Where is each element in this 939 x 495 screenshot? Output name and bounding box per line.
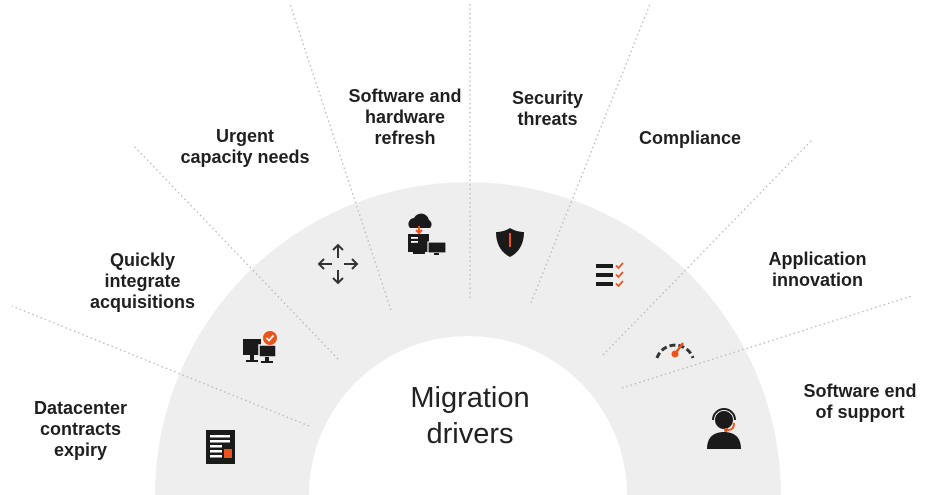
driver-label-security-threats: Security threats xyxy=(511,88,584,129)
expand-arrows-icon xyxy=(317,243,359,285)
driver-label-urgent-capacity: Urgent capacity needs xyxy=(180,126,310,167)
computers-checkmark-icon xyxy=(243,331,277,363)
driver-label-compliance: Compliance xyxy=(638,128,742,148)
speedometer-icon xyxy=(655,342,695,359)
driver-label-software-hardware-refresh: Software and hardware refresh xyxy=(348,86,462,148)
shield-alert-icon xyxy=(496,228,524,257)
center-title: Migration drivers xyxy=(410,382,530,450)
driver-label-application-innovation: Application innovation xyxy=(768,249,867,290)
contract-document-icon xyxy=(206,430,235,464)
driver-label-datacenter-contracts: Datacenter contracts expiry xyxy=(33,398,128,460)
divider-line xyxy=(602,139,813,356)
checklist-icon xyxy=(596,262,624,288)
driver-label-software-end-of-support: Software end of support xyxy=(803,381,917,422)
divider-line xyxy=(621,295,913,389)
arc-band xyxy=(155,182,781,495)
driver-label-integrate-acquisitions: Quickly integrate acquisitions xyxy=(89,250,196,312)
cloud-computers-icon xyxy=(408,213,447,255)
divider-line xyxy=(11,305,310,427)
support-agent-icon xyxy=(707,408,741,449)
